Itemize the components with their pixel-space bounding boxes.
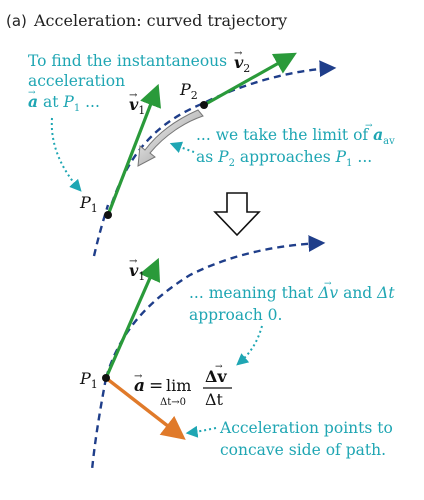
velocity-v1-bottom [104, 257, 161, 379]
trajectory-top [106, 60, 337, 216]
eq-lim: lim [166, 376, 191, 395]
eq-equals: = [149, 376, 163, 396]
trajectory-bottom-lower [90, 377, 108, 471]
note-right-line1: ... we take the limit of aav [196, 125, 395, 147]
eq-numerator: Δv [205, 367, 227, 386]
eq-lhs-arrow: → [134, 371, 143, 382]
eq-num-arrow: → [215, 362, 223, 372]
note-left-line3: a at P1 ... [28, 92, 100, 114]
limit-arrow [137, 109, 204, 167]
eq-denominator: Δt [205, 390, 224, 409]
acceleration-vector [104, 376, 186, 440]
eq-lhs: a [134, 376, 145, 396]
label-p1-top: P1 [79, 193, 98, 215]
point-p1-bottom [102, 374, 110, 382]
down-arrow-icon [213, 192, 261, 237]
note-meaning-pointer [236, 325, 263, 366]
panel-tag: (a) [6, 12, 27, 30]
note-right-pointer [169, 141, 195, 153]
label-v2-top: v2 [234, 53, 250, 75]
label-v2-top-arrow: → [234, 48, 243, 59]
note-left-line2: acceleration [28, 72, 125, 90]
point-p2-top [200, 101, 208, 109]
note-accel-line1: Acceleration points to [219, 419, 393, 437]
note-accel-line2: concave side of path. [220, 441, 386, 459]
label-v1-bottom: v1 [129, 261, 145, 283]
eq-lim-sub: Δt→0 [160, 397, 186, 408]
velocity-v2-top [203, 52, 297, 107]
trajectory-top-lower [92, 204, 110, 257]
note-right-vec-arrow: → [365, 121, 373, 131]
note-left-line1: To find the instantaneous [28, 52, 227, 70]
note-left-pointer [50, 117, 82, 192]
label-p2-top: P2 [179, 80, 198, 102]
label-v1-top-arrow: → [129, 90, 138, 101]
note-left-vec-arrow: → [28, 88, 36, 98]
note-accel-pointer [185, 425, 217, 438]
note-meaning-line2: approach 0. [189, 306, 282, 324]
label-v1-bottom-arrow: → [129, 256, 138, 267]
label-p1-bottom: P1 [79, 369, 98, 391]
point-p1-top [104, 211, 112, 219]
label-v1-top: v1 [129, 95, 145, 117]
velocity-v1-top [106, 83, 161, 216]
note-right-line2: as P2 approaches P1 ... [196, 148, 372, 169]
note-meaning-line1: ... meaning that Δv and Δt [189, 284, 395, 302]
panel-title: Acceleration: curved trajectory [33, 11, 287, 30]
note-meaning-vec-arrow: → [324, 279, 332, 289]
